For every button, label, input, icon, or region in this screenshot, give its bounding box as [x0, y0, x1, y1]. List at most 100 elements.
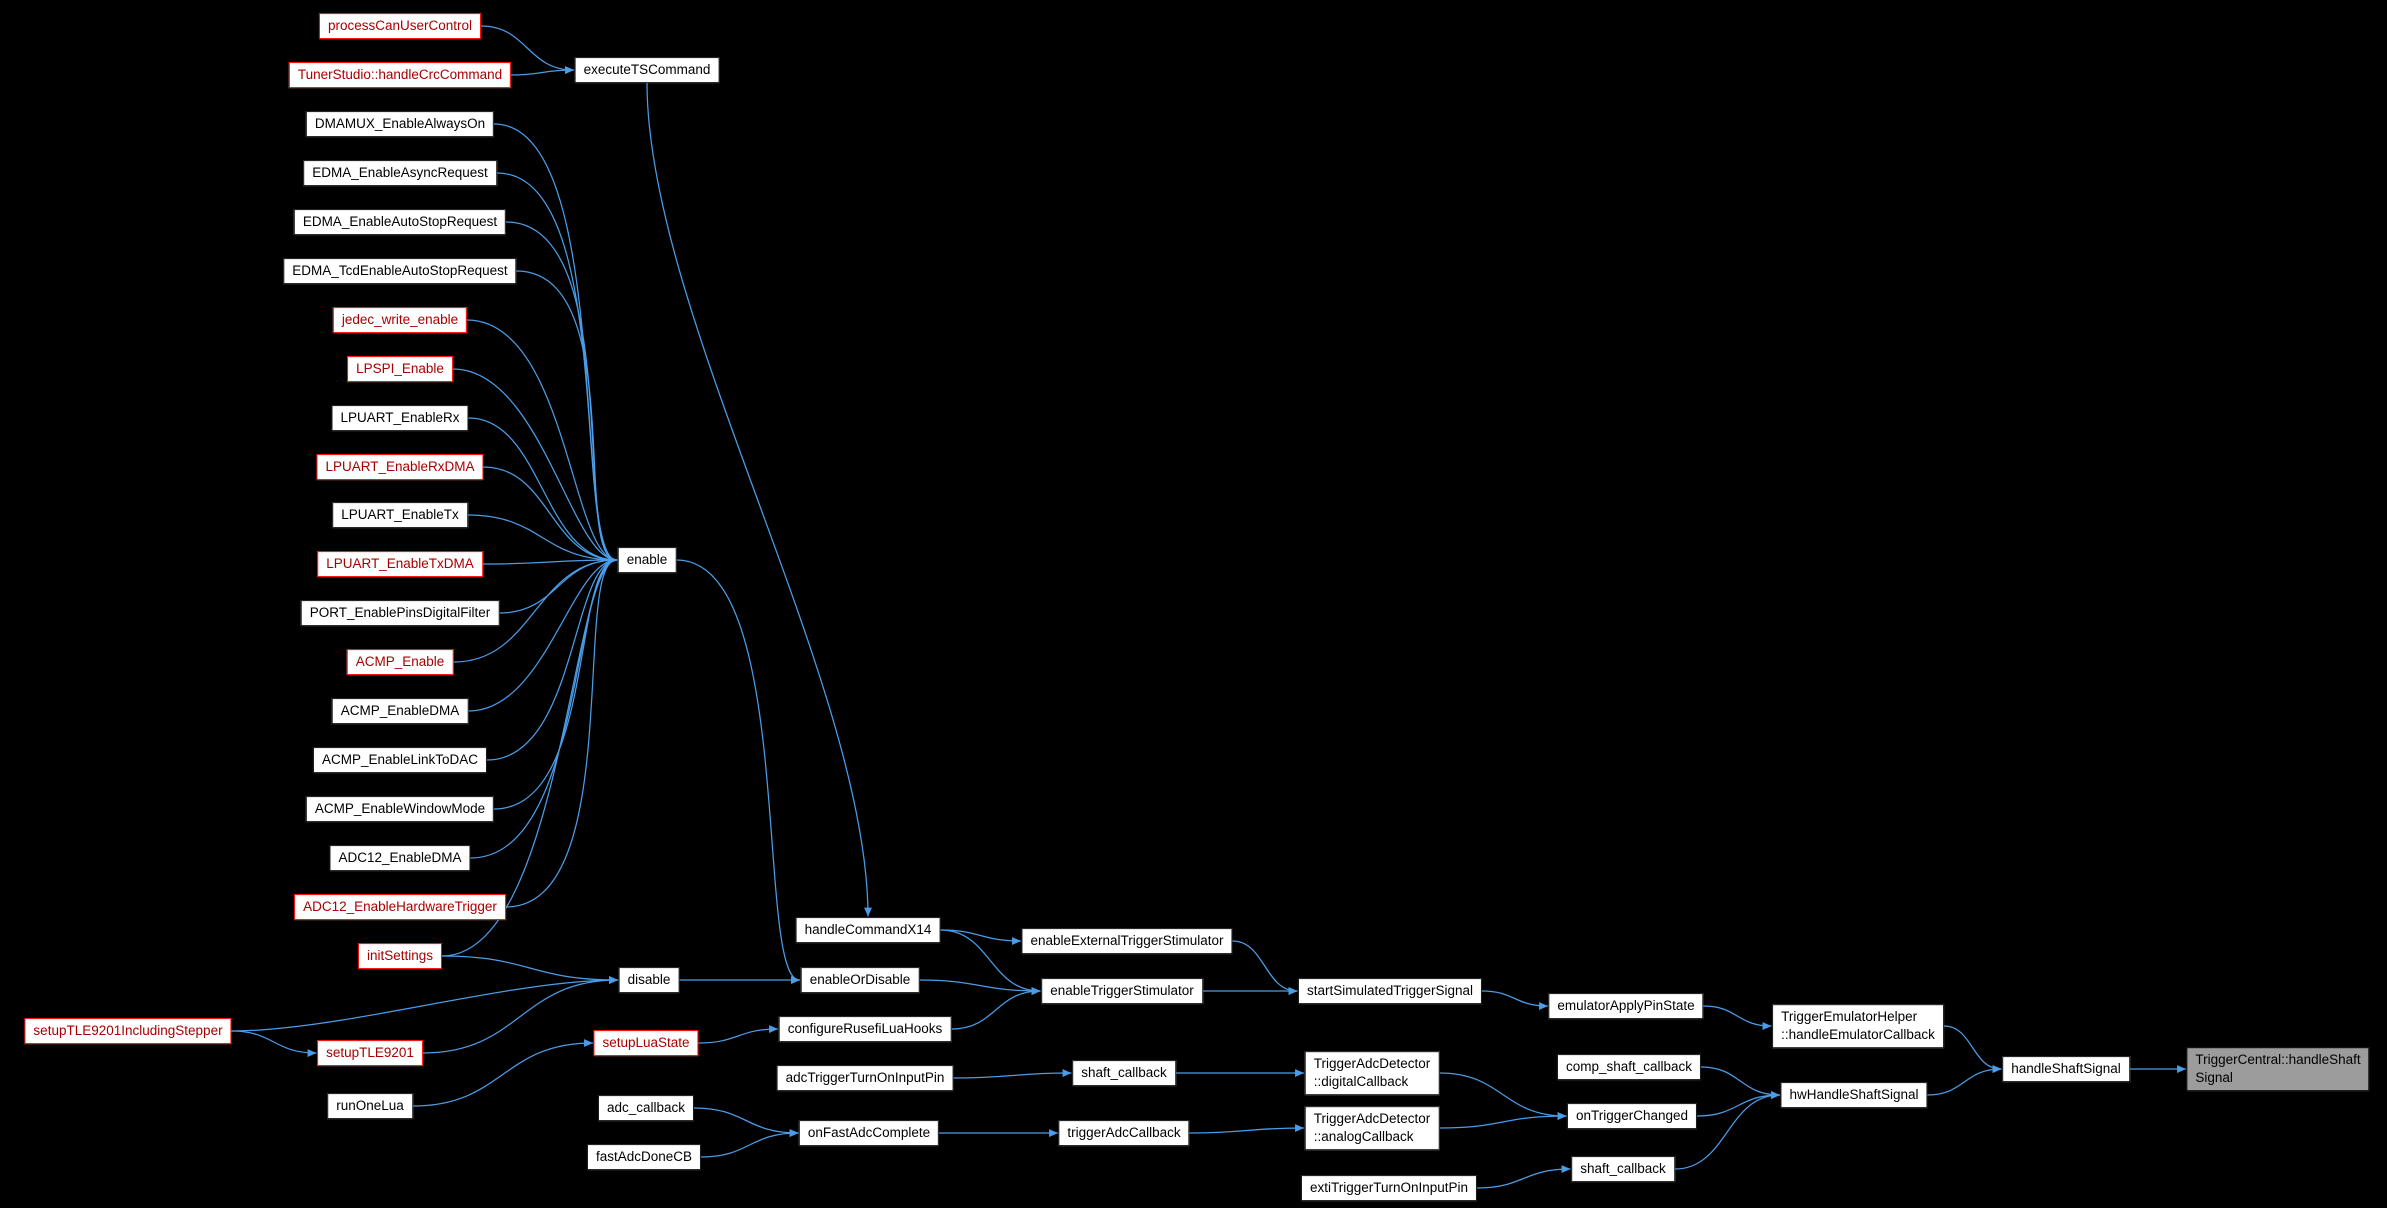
node-LPUART_EnableTx[interactable]: LPUART_EnableTx	[332, 502, 468, 528]
node-label: adcTriggerTurnOnInputPin	[785, 1070, 945, 1086]
edge-EDMA_EnableAsyncRequest-to-enable	[496, 172, 618, 564]
node-ACMP_EnableDMA[interactable]: ACMP_EnableDMA	[331, 698, 469, 724]
edge-enableExternalTriggerStimulator-to-startSimulatedTriggerSignal	[1231, 940, 1298, 995]
edge-fastAdcDoneCB-to-onFastAdcComplete	[700, 1129, 799, 1158]
edge-configureRusefiLuaHooks-to-enableTriggerStimulator	[950, 987, 1041, 1030]
node-enableExternalTriggerStimulator[interactable]: enableExternalTriggerStimulator	[1021, 928, 1233, 954]
node-LPUART_EnableRxDMA[interactable]: LPUART_EnableRxDMA	[316, 454, 484, 480]
node-label: executeTSCommand	[583, 62, 711, 78]
node-LPUART_EnableRx[interactable]: LPUART_EnableRx	[331, 405, 469, 431]
node-TunerStudio_handleCrcCommand[interactable]: TunerStudio::handleCrcCommand	[288, 62, 512, 88]
node-handleShaftSignal[interactable]: handleShaftSignal	[2002, 1056, 2130, 1082]
node-triggerAdcCallback[interactable]: triggerAdcCallback	[1058, 1120, 1190, 1146]
node-enableOrDisable[interactable]: enableOrDisable	[800, 967, 920, 993]
node-setupTLE9201IncludingStepper[interactable]: setupTLE9201IncludingStepper	[24, 1018, 232, 1044]
node-ADC12_EnableDMA[interactable]: ADC12_EnableDMA	[329, 845, 471, 871]
node-label: LPUART_EnableTxDMA	[326, 556, 474, 572]
node-emulatorApplyPinState[interactable]: emulatorApplyPinState	[1548, 993, 1704, 1019]
node-ADC12_EnableHardwareTrigger[interactable]: ADC12_EnableHardwareTrigger	[294, 894, 506, 920]
node-fastAdcDoneCB[interactable]: fastAdcDoneCB	[586, 1144, 702, 1170]
edge-executeTSCommand-to-handleCommandX14	[646, 82, 872, 917]
edge-LPUART_EnableTxDMA-to-enable	[482, 556, 618, 565]
node-executeTSCommand[interactable]: executeTSCommand	[574, 57, 720, 83]
edge-TriggerAdcDetector_digitalCallback-to-onTriggerChanged	[1438, 1072, 1567, 1120]
node-comp_shaft_callback[interactable]: comp_shaft_callback	[1556, 1054, 1702, 1080]
node-DMAMUX_EnableAlwaysOn[interactable]: DMAMUX_EnableAlwaysOn	[305, 111, 495, 137]
node-label: shaft_callback	[1580, 1161, 1666, 1177]
node-disable[interactable]: disable	[618, 967, 680, 993]
node-label: Signal	[2195, 1070, 2233, 1085]
node-label: shaft_callback	[1081, 1065, 1167, 1081]
node-TriggerAdcDetector_analogCallback[interactable]: TriggerAdcDetector::analogCallback	[1304, 1106, 1440, 1150]
node-handleCommandX14[interactable]: handleCommandX14	[795, 917, 941, 943]
edge-EDMA_EnableAutoStopRequest-to-enable	[505, 221, 618, 564]
node-EDMA_EnableAsyncRequest[interactable]: EDMA_EnableAsyncRequest	[303, 160, 497, 186]
node-label: ::digitalCallback	[1313, 1074, 1409, 1089]
node-runOneLua[interactable]: runOneLua	[327, 1093, 413, 1119]
node-label: enableExternalTriggerStimulator	[1030, 933, 1224, 949]
node-hwHandleShaftSignal[interactable]: hwHandleShaftSignal	[1780, 1082, 1928, 1108]
node-label: LPUART_EnableRxDMA	[325, 459, 475, 475]
edge-ADC12_EnableDMA-to-enable	[469, 556, 618, 859]
node-label: triggerAdcCallback	[1067, 1125, 1181, 1141]
edge-runOneLua-to-setupLuaState	[412, 1039, 594, 1107]
edge-adc_callback-to-onFastAdcComplete	[693, 1107, 799, 1137]
node-label: fastAdcDoneCB	[595, 1149, 693, 1165]
node-LPUART_EnableTxDMA[interactable]: LPUART_EnableTxDMA	[317, 551, 483, 577]
edge-LPUART_EnableRxDMA-to-enable	[482, 466, 618, 564]
edge-ACMP_EnableLinkToDAC-to-enable	[486, 556, 618, 761]
edge-initSettings-to-disable	[441, 955, 619, 984]
node-shaft_callback_adc[interactable]: shaft_callback	[1072, 1060, 1176, 1086]
node-label: LPSPI_Enable	[356, 361, 444, 377]
edge-TriggerEmulatorHelper_handleEmulatorCallback-to-handleShaftSignal	[1943, 1025, 2002, 1073]
node-PORT_EnablePinsDigitalFilter[interactable]: PORT_EnablePinsDigitalFilter	[300, 600, 500, 626]
node-onFastAdcComplete[interactable]: onFastAdcComplete	[798, 1120, 940, 1146]
node-LPSPI_Enable[interactable]: LPSPI_Enable	[347, 356, 453, 382]
edge-triggerAdcCallback-to-TriggerAdcDetector_analogCallback	[1188, 1124, 1305, 1134]
edge-ACMP_EnableWindowMode-to-enable	[493, 556, 618, 810]
node-EDMA_EnableAutoStopRequest[interactable]: EDMA_EnableAutoStopRequest	[293, 209, 507, 235]
node-shaft_callback_exti[interactable]: shaft_callback	[1571, 1156, 1675, 1182]
edge-shaft_callback_exti-to-hwHandleShaftSignal	[1674, 1091, 1781, 1170]
node-onTriggerChanged[interactable]: onTriggerChanged	[1566, 1103, 1698, 1129]
node-configureRusefiLuaHooks[interactable]: configureRusefiLuaHooks	[778, 1016, 952, 1042]
node-enable[interactable]: enable	[617, 547, 677, 573]
edge-handleCommandX14-to-enableExternalTriggerStimulator	[939, 929, 1022, 945]
node-processCanUserControl[interactable]: processCanUserControl	[318, 13, 482, 39]
node-startSimulatedTriggerSignal[interactable]: startSimulatedTriggerSignal	[1297, 978, 1483, 1004]
node-label: processCanUserControl	[327, 18, 473, 34]
node-TriggerAdcDetector_digitalCallback[interactable]: TriggerAdcDetector::digitalCallback	[1304, 1051, 1440, 1095]
node-ACMP_EnableLinkToDAC[interactable]: ACMP_EnableLinkToDAC	[312, 747, 488, 773]
node-ACMP_Enable[interactable]: ACMP_Enable	[346, 649, 454, 675]
node-label: TriggerAdcDetector	[1313, 1056, 1431, 1072]
node-label: ACMP_EnableLinkToDAC	[321, 752, 479, 768]
node-setupLuaState[interactable]: setupLuaState	[593, 1030, 699, 1056]
node-label: TriggerAdcDetector	[1313, 1111, 1431, 1127]
node-adcTriggerTurnOnInputPin[interactable]: adcTriggerTurnOnInputPin	[776, 1065, 954, 1091]
node-adc_callback[interactable]: adc_callback	[597, 1095, 695, 1121]
edge-setupTLE9201IncludingStepper-to-setupTLE9201	[230, 1030, 317, 1057]
node-label: hwHandleShaftSignal	[1789, 1087, 1919, 1103]
node-extiTriggerTurnOnInputPin[interactable]: extiTriggerTurnOnInputPin	[1300, 1175, 1478, 1201]
node-label: LPUART_EnableRx	[340, 410, 460, 426]
node-TriggerEmulatorHelper_handleEmulatorCallback[interactable]: TriggerEmulatorHelper::handleEmulatorCal…	[1772, 1004, 1944, 1048]
edge-LPUART_EnableRx-to-enable	[467, 417, 618, 564]
edge-TriggerAdcDetector_analogCallback-to-onTriggerChanged	[1438, 1112, 1567, 1129]
node-label: setupTLE9201IncludingStepper	[33, 1023, 223, 1039]
node-EDMA_TcdEnableAutoStopRequest[interactable]: EDMA_TcdEnableAutoStopRequest	[283, 258, 517, 284]
node-initSettings[interactable]: initSettings	[357, 943, 443, 969]
node-label: EDMA_EnableAsyncRequest	[312, 165, 488, 181]
node-enableTriggerStimulator[interactable]: enableTriggerStimulator	[1041, 978, 1203, 1004]
node-label: jedec_write_enable	[341, 312, 459, 328]
node-jedec_write_enable[interactable]: jedec_write_enable	[332, 307, 468, 333]
edge-emulatorApplyPinState-to-TriggerEmulatorHelper_handleEmulatorCallback	[1702, 1005, 1772, 1030]
node-ACMP_EnableWindowMode[interactable]: ACMP_EnableWindowMode	[305, 796, 495, 822]
node-label: emulatorApplyPinState	[1557, 998, 1695, 1014]
node-label: ACMP_EnableDMA	[340, 703, 460, 719]
node-setupTLE9201[interactable]: setupTLE9201	[317, 1040, 423, 1066]
node-label: ACMP_Enable	[355, 654, 445, 670]
node-label: ACMP_EnableWindowMode	[314, 801, 486, 817]
node-label: handleShaftSignal	[2011, 1061, 2121, 1077]
